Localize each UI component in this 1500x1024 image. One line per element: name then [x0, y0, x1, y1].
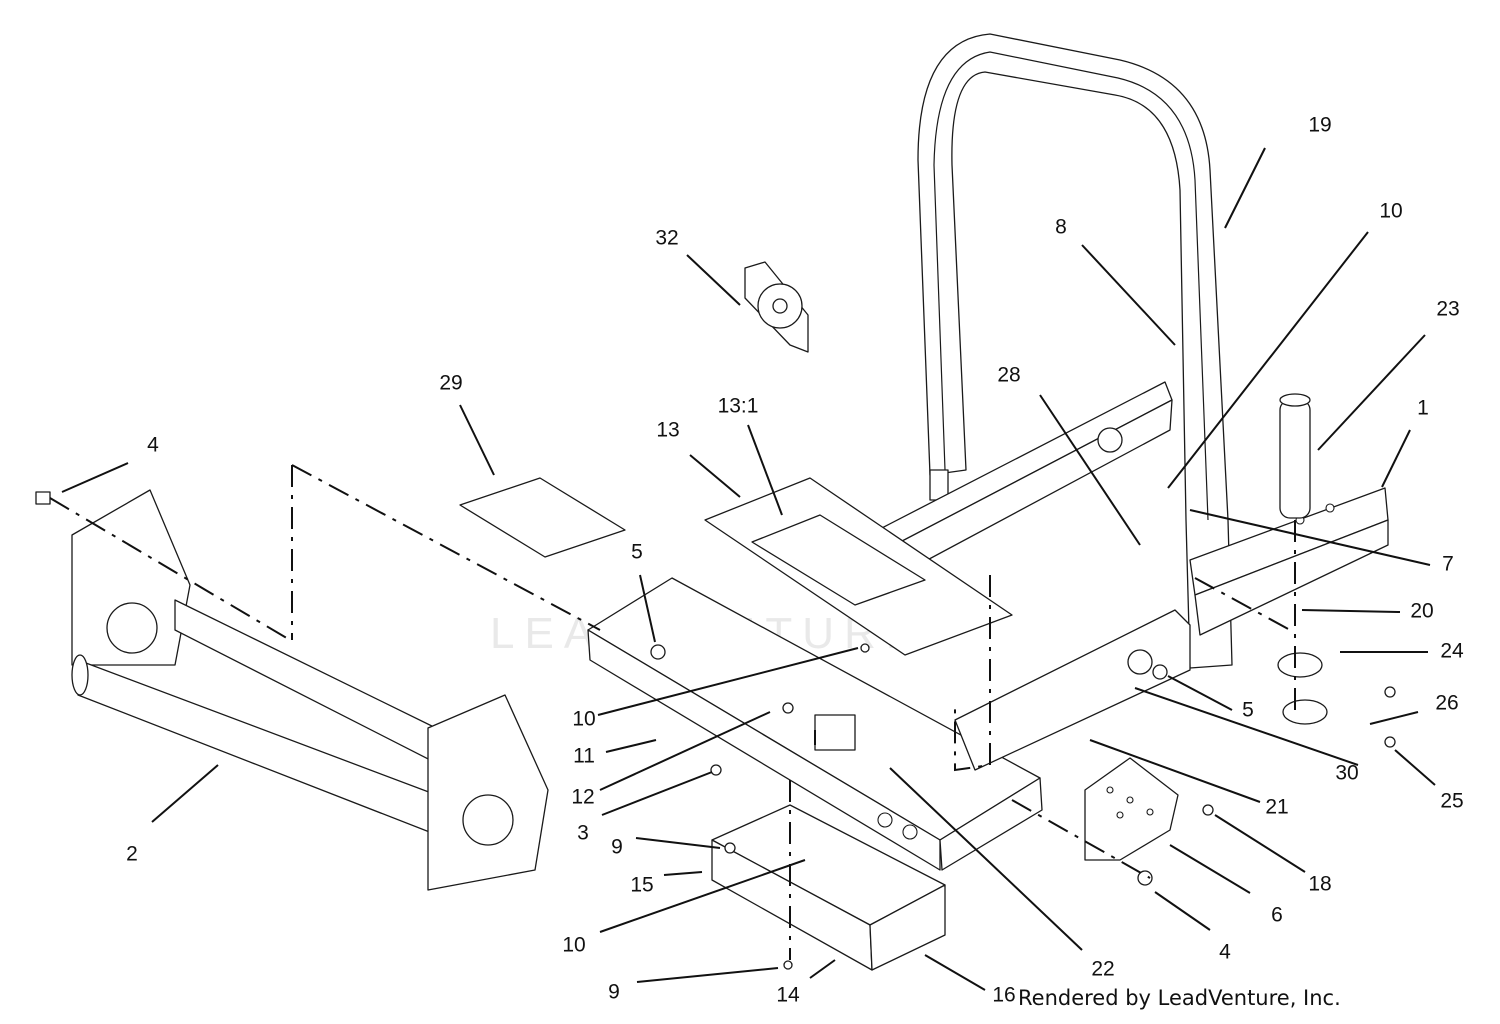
callout-5-b: 5: [1242, 699, 1254, 722]
credit-text: Rendered by LeadVenture, Inc.: [1018, 986, 1341, 1010]
rear-cross-member: [877, 381, 1173, 581]
assembly-lines: [49, 464, 1296, 960]
callout-18: 18: [1308, 873, 1331, 896]
bracket-32: [744, 261, 809, 353]
callout-28: 28: [997, 364, 1020, 387]
callout-3: 3: [577, 822, 589, 845]
callout-20: 20: [1410, 600, 1433, 623]
callout-7: 7: [1442, 553, 1454, 576]
callout-10-b: 10: [572, 708, 595, 731]
leader-lines: [61, 147, 1436, 991]
callout-16: 16: [992, 984, 1015, 1007]
callout-11: 11: [573, 745, 595, 768]
callout-labels: 19 10 8 32 23 29 28 13:1 13 1 4 7 5 20 2…: [126, 114, 1464, 1007]
callout-12: 12: [571, 786, 594, 809]
clamps-24-26: [1277, 652, 1328, 725]
roll-bar: [917, 33, 1233, 669]
front-axle: [71, 489, 549, 891]
callout-9: 9: [611, 836, 623, 859]
callout-21: 21: [1265, 796, 1288, 819]
decal-29: [459, 477, 626, 558]
callout-4: 4: [147, 434, 159, 457]
callout-26: 26: [1435, 692, 1458, 715]
callout-15: 15: [630, 874, 653, 897]
callout-23: 23: [1436, 298, 1459, 321]
main-frame: [587, 577, 1191, 871]
callout-25: 25: [1440, 790, 1463, 813]
callout-32: 32: [655, 227, 678, 250]
callout-24: 24: [1440, 640, 1464, 663]
callout-10: 10: [1379, 200, 1402, 223]
seat-plate: [704, 477, 1013, 656]
callout-9-b: 9: [608, 981, 620, 1004]
callout-4-b: 4: [1219, 941, 1231, 964]
callout-10-c: 10: [562, 934, 585, 957]
bolts: [35, 491, 1396, 970]
callout-22: 22: [1091, 958, 1114, 981]
callout-8: 8: [1055, 216, 1067, 239]
callout-13: 13: [656, 419, 679, 442]
callout-29: 29: [439, 372, 462, 395]
foot-plate-6: [1084, 757, 1179, 861]
callout-6: 6: [1271, 904, 1283, 927]
callout-5: 5: [631, 541, 643, 564]
tray-16: [711, 804, 946, 971]
callout-30: 30: [1335, 762, 1358, 785]
callout-19: 19: [1308, 114, 1331, 137]
callout-2: 2: [126, 843, 138, 866]
callout-13-1: 13:1: [718, 395, 759, 418]
grip-23: [1279, 393, 1311, 519]
callout-1: 1: [1417, 397, 1429, 420]
callout-14: 14: [776, 984, 800, 1007]
